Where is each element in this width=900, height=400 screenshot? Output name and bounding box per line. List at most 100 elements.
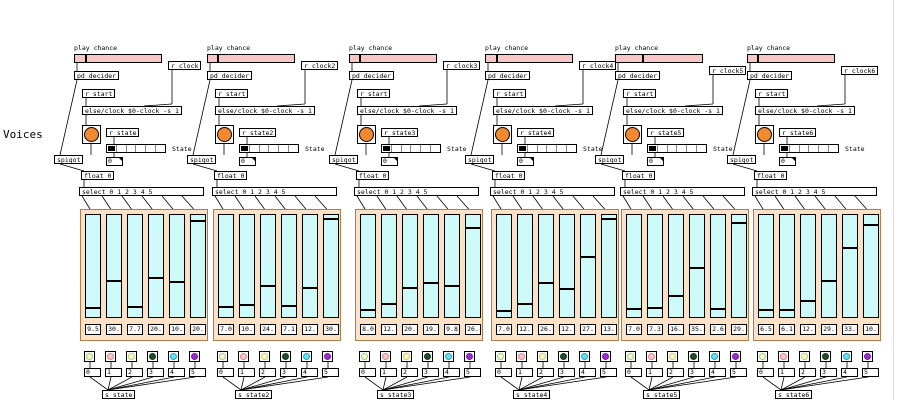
voice-slider[interactable] — [800, 214, 816, 318]
voice-slider[interactable] — [821, 214, 837, 318]
voice-message[interactable]: 2 — [799, 368, 816, 377]
voice-message[interactable]: 1 — [646, 368, 663, 377]
state-radio[interactable] — [779, 144, 839, 153]
voice-message[interactable]: 0 — [84, 368, 101, 377]
voice-slider[interactable] — [239, 214, 255, 318]
state-number[interactable]: 0 — [779, 157, 796, 166]
voice-toggle[interactable] — [495, 351, 506, 362]
radio-cell[interactable] — [392, 145, 402, 152]
r-clock-object[interactable]: r clock6 — [841, 66, 879, 75]
slider-knob[interactable] — [86, 307, 100, 309]
voice-toggle[interactable] — [147, 351, 158, 362]
voice-toggle[interactable] — [625, 351, 636, 362]
slider-knob[interactable] — [149, 277, 163, 279]
radio-cell[interactable] — [677, 145, 688, 152]
voice-toggle[interactable] — [189, 351, 200, 362]
r-state-object[interactable]: r state6 — [779, 128, 817, 137]
clock-object[interactable]: else/clock $0-clock -s 1 — [493, 106, 593, 115]
slider-knob[interactable] — [518, 303, 532, 305]
s-state-object[interactable]: s state3 — [377, 390, 415, 399]
r-state-object[interactable]: r state2 — [239, 128, 277, 137]
select-object[interactable]: select 0 1 2 3 4 5 — [79, 187, 204, 196]
radio-cell[interactable] — [697, 145, 706, 152]
clock-object[interactable]: else/clock $0-clock -s 1 — [357, 106, 457, 115]
voice-slider[interactable] — [381, 214, 397, 318]
voice-toggle[interactable] — [757, 351, 768, 362]
radio-cell[interactable] — [800, 145, 810, 152]
voice-message[interactable]: 5 — [322, 368, 339, 377]
play-bang[interactable] — [493, 125, 512, 144]
slider-knob[interactable] — [780, 309, 794, 311]
s-state-object[interactable]: s state2 — [235, 390, 273, 399]
radio-cell[interactable] — [260, 145, 270, 152]
state-number[interactable]: 0 — [517, 157, 534, 166]
select-object[interactable]: select 0 1 2 3 4 5 — [752, 187, 877, 196]
slider-knob[interactable] — [669, 295, 683, 297]
voice-slider[interactable] — [731, 214, 747, 318]
radio-cell[interactable] — [687, 145, 698, 152]
spigot-object[interactable]: spigot — [727, 155, 757, 164]
slider-knob[interactable] — [864, 224, 878, 226]
voice-slider[interactable] — [580, 214, 596, 318]
radio-cell[interactable] — [557, 145, 568, 152]
state-radio[interactable] — [647, 144, 707, 153]
pd-decider-object[interactable]: pd decider — [207, 71, 253, 80]
voice-toggle[interactable] — [688, 351, 699, 362]
radio-cell[interactable] — [648, 145, 658, 152]
radio-cell[interactable] — [819, 145, 830, 152]
voice-message[interactable]: 1 — [238, 368, 255, 377]
play-chance-slider[interactable] — [74, 54, 162, 63]
voice-toggle[interactable] — [238, 351, 249, 362]
voice-slider[interactable] — [496, 214, 512, 318]
slider-knob[interactable] — [466, 227, 480, 229]
clock-object[interactable]: else/clock $0-clock -s 1 — [755, 106, 855, 115]
voice-message[interactable]: 3 — [280, 368, 297, 377]
slider-knob[interactable] — [358, 55, 361, 62]
play-chance-slider[interactable] — [349, 54, 437, 63]
voice-slider[interactable] — [465, 214, 481, 318]
voice-message[interactable]: 2 — [126, 368, 143, 377]
voice-toggle[interactable] — [168, 351, 179, 362]
voice-slider[interactable] — [758, 214, 774, 318]
radio-cell[interactable] — [518, 145, 528, 152]
voice-message[interactable]: 4 — [168, 368, 185, 377]
voice-message[interactable]: 3 — [820, 368, 837, 377]
slider-knob[interactable] — [843, 247, 857, 249]
voice-slider[interactable] — [323, 214, 339, 318]
slider-knob[interactable] — [382, 303, 396, 305]
voice-slider[interactable] — [444, 214, 460, 318]
state-number[interactable]: 0 — [381, 157, 398, 166]
float-object[interactable]: float 0 — [81, 171, 115, 180]
radio-cell[interactable] — [809, 145, 820, 152]
r-state-object[interactable]: r state — [106, 128, 140, 137]
radio-cell[interactable] — [421, 145, 432, 152]
slider-knob[interactable] — [627, 308, 641, 310]
voice-message[interactable]: 5 — [464, 368, 481, 377]
slider-knob[interactable] — [732, 222, 746, 224]
r-state-object[interactable]: r state3 — [381, 128, 419, 137]
voice-toggle[interactable] — [799, 351, 810, 362]
float-object[interactable]: float 0 — [492, 171, 526, 180]
slider-knob[interactable] — [128, 306, 142, 308]
r-clock-object[interactable]: r clock5 — [709, 66, 747, 75]
voice-slider[interactable] — [360, 214, 376, 318]
play-bang[interactable] — [215, 125, 234, 144]
radio-cell[interactable] — [156, 145, 165, 152]
voice-toggle[interactable] — [558, 351, 569, 362]
voice-toggle[interactable] — [646, 351, 657, 362]
radio-cell[interactable] — [431, 145, 440, 152]
voice-message[interactable]: 3 — [147, 368, 164, 377]
voice-toggle[interactable] — [820, 351, 831, 362]
slider-knob[interactable] — [261, 285, 275, 287]
voice-slider[interactable] — [260, 214, 276, 318]
voice-message[interactable]: 3 — [422, 368, 439, 377]
slider-knob[interactable] — [560, 288, 574, 290]
voice-message[interactable]: 1 — [105, 368, 122, 377]
voice-message[interactable]: 5 — [600, 368, 617, 377]
voice-slider[interactable] — [148, 214, 164, 318]
r-start-object[interactable]: r start — [357, 89, 391, 98]
voice-toggle[interactable] — [443, 351, 454, 362]
radio-cell[interactable] — [240, 145, 250, 152]
radio-cell[interactable] — [136, 145, 147, 152]
